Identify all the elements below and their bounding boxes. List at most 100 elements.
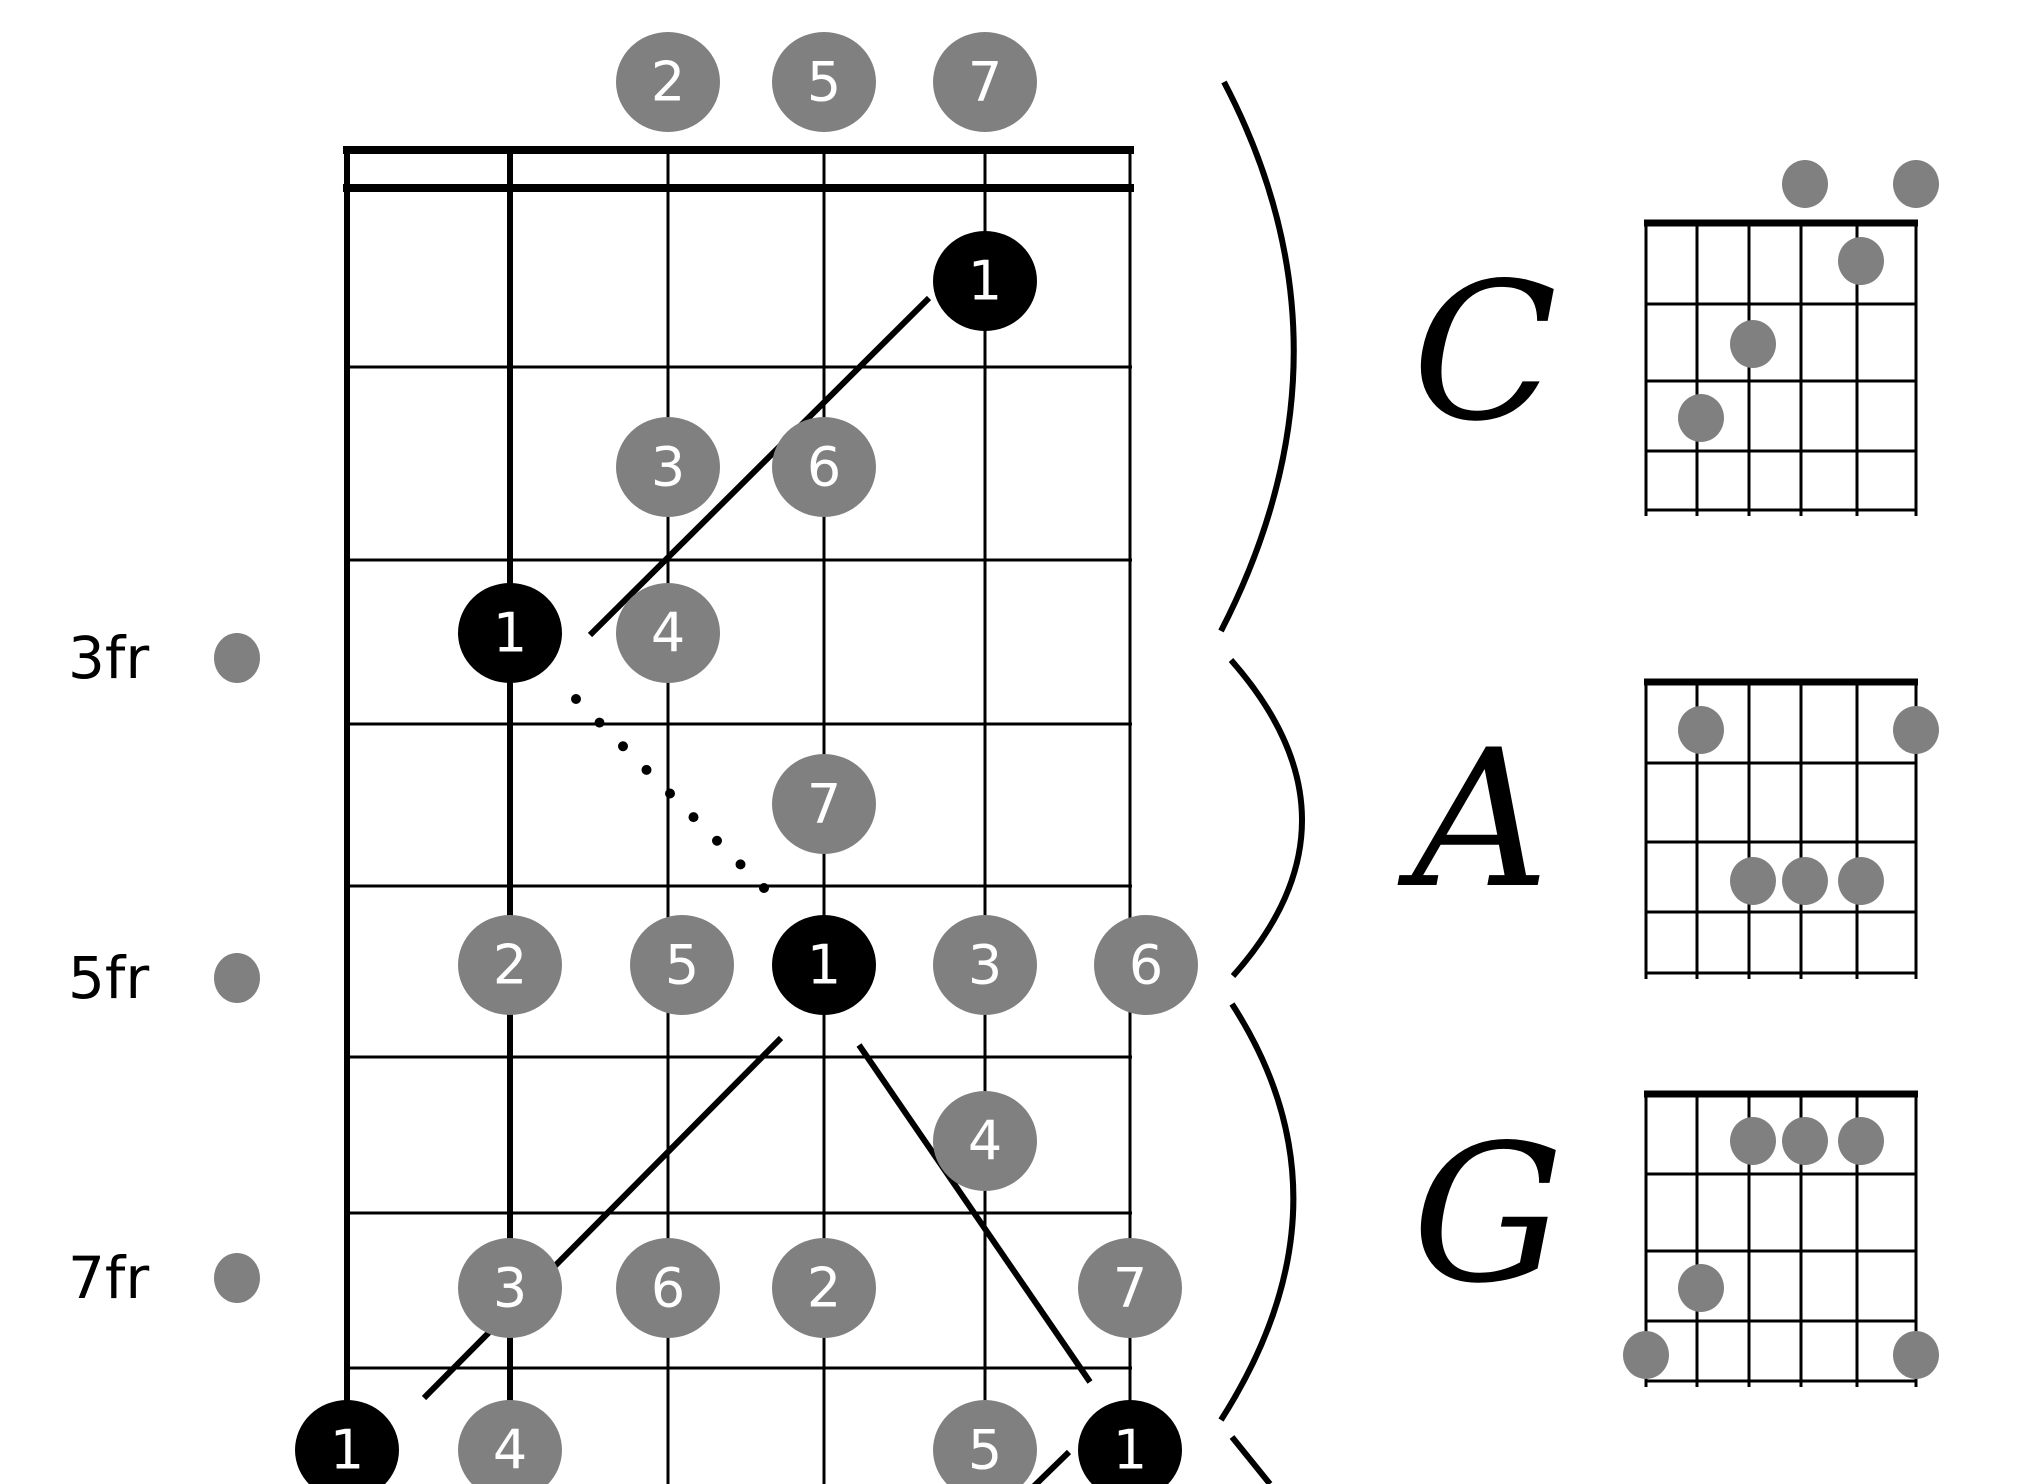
- scale-note: 5: [772, 32, 876, 132]
- note-degree: 3: [651, 436, 685, 499]
- chord-dot: [1838, 1117, 1884, 1165]
- scale-note: 6: [772, 417, 876, 517]
- connector-line: [856, 1043, 1093, 1384]
- scale-note: 4: [933, 1091, 1037, 1191]
- chord-name: C: [1412, 242, 1557, 463]
- note-circle: [772, 32, 876, 132]
- shape-connector-lines: [421, 295, 1093, 1484]
- note-circle: [1094, 915, 1198, 1015]
- bracket-curve: [1228, 658, 1305, 978]
- chord-dot: [1730, 320, 1776, 368]
- connector-dot: [594, 717, 605, 728]
- scale-note: 3: [458, 1238, 562, 1338]
- scale-note: 6: [1094, 915, 1198, 1015]
- chord-dot: [1782, 160, 1828, 208]
- note-degree: 2: [651, 51, 685, 114]
- chord-dot: [1678, 706, 1724, 754]
- root-note: 1: [933, 231, 1037, 331]
- note-circle: [458, 1238, 562, 1338]
- bracket-curve: [1229, 1435, 1273, 1484]
- connector-dot: [618, 741, 628, 752]
- scale-note: 2: [458, 915, 562, 1015]
- fret-marker-label: 7fr: [68, 1244, 149, 1312]
- fret-markers: 3fr 5fr 7fr: [68, 624, 260, 1312]
- note-degree: 4: [651, 602, 685, 665]
- note-degree: 2: [807, 1257, 841, 1320]
- chord-dot: [1730, 1117, 1776, 1165]
- scale-note: 3: [933, 915, 1037, 1015]
- scale-note: 7: [1078, 1238, 1182, 1338]
- note-circle: [616, 1238, 720, 1338]
- chord-name: G: [1412, 1104, 1564, 1325]
- scale-note: 2: [616, 32, 720, 132]
- note-circle: [295, 1400, 399, 1484]
- note-circle: [458, 583, 562, 683]
- chord-shape-G: G: [1412, 1090, 1939, 1387]
- chord-dot: [1678, 1264, 1724, 1312]
- scale-note: 7: [933, 32, 1037, 132]
- connector-dot: [712, 835, 722, 846]
- note-degree: 7: [968, 51, 1002, 114]
- chord-dot: [1678, 394, 1724, 442]
- shape-brackets: [1218, 80, 1305, 1484]
- fret-marker-dot: [214, 953, 260, 1003]
- note-circle: [616, 583, 720, 683]
- note-circle: [933, 32, 1037, 132]
- note-degree: 1: [968, 250, 1002, 313]
- note-circle: [772, 1238, 876, 1338]
- note-degree: 7: [807, 773, 841, 836]
- chord-dot: [1893, 1331, 1939, 1379]
- connector-dot: [759, 883, 769, 893]
- chord-name: A: [1397, 709, 1549, 930]
- note-degree: 5: [665, 934, 699, 997]
- note-degree: 3: [968, 934, 1002, 997]
- scale-note: 7: [772, 754, 876, 854]
- note-circle: [458, 1400, 562, 1484]
- connector-dot: [641, 764, 652, 775]
- note-degree: 1: [330, 1419, 364, 1482]
- chord-dot: [1623, 1331, 1669, 1379]
- scale-note: 4: [458, 1400, 562, 1484]
- bracket-curve: [1218, 1002, 1297, 1422]
- scale-note: 6: [616, 1238, 720, 1338]
- fret-marker-label: 5fr: [68, 944, 149, 1012]
- chord-dot: [1730, 857, 1776, 905]
- root-note: 1: [458, 583, 562, 683]
- connector-dot: [688, 812, 699, 823]
- chord-dot: [1893, 706, 1939, 754]
- note-circle: [933, 1400, 1037, 1484]
- root-note: 1: [772, 915, 876, 1015]
- fret-marker-dot: [214, 633, 260, 683]
- bracket-curve: [1218, 80, 1297, 633]
- note-circle: [630, 915, 734, 1015]
- note-circle: [772, 915, 876, 1015]
- note-degree: 1: [807, 934, 841, 997]
- note-circle: [933, 915, 1037, 1015]
- chord-dot: [1782, 1117, 1828, 1165]
- note-degree: 2: [493, 934, 527, 997]
- fret-marker-dot: [214, 1253, 260, 1303]
- chord-dot: [1838, 857, 1884, 905]
- chord-shapes: C AG: [1397, 160, 1939, 1387]
- note-degree: 6: [807, 436, 841, 499]
- note-degree: 1: [1113, 1419, 1147, 1482]
- note-circle: [458, 915, 562, 1015]
- connector-dot: [571, 694, 581, 704]
- connector-dot: [735, 859, 746, 870]
- root-note: 1: [1078, 1400, 1182, 1484]
- note-degree: 3: [493, 1257, 527, 1320]
- note-degree: 6: [1129, 934, 1163, 997]
- chord-shape-C: C: [1412, 160, 1939, 516]
- connector-line: [587, 295, 932, 638]
- note-degree: 4: [968, 1110, 1002, 1173]
- chord-dot: [1893, 160, 1939, 208]
- scale-note: 3: [616, 417, 720, 517]
- note-circle: [772, 417, 876, 517]
- root-note: 1: [295, 1400, 399, 1484]
- note-degree: 4: [493, 1419, 527, 1482]
- note-degree: 6: [651, 1257, 685, 1320]
- note-degree: 5: [968, 1419, 1002, 1482]
- fret-marker-label: 3fr: [68, 624, 149, 692]
- note-circle: [772, 754, 876, 854]
